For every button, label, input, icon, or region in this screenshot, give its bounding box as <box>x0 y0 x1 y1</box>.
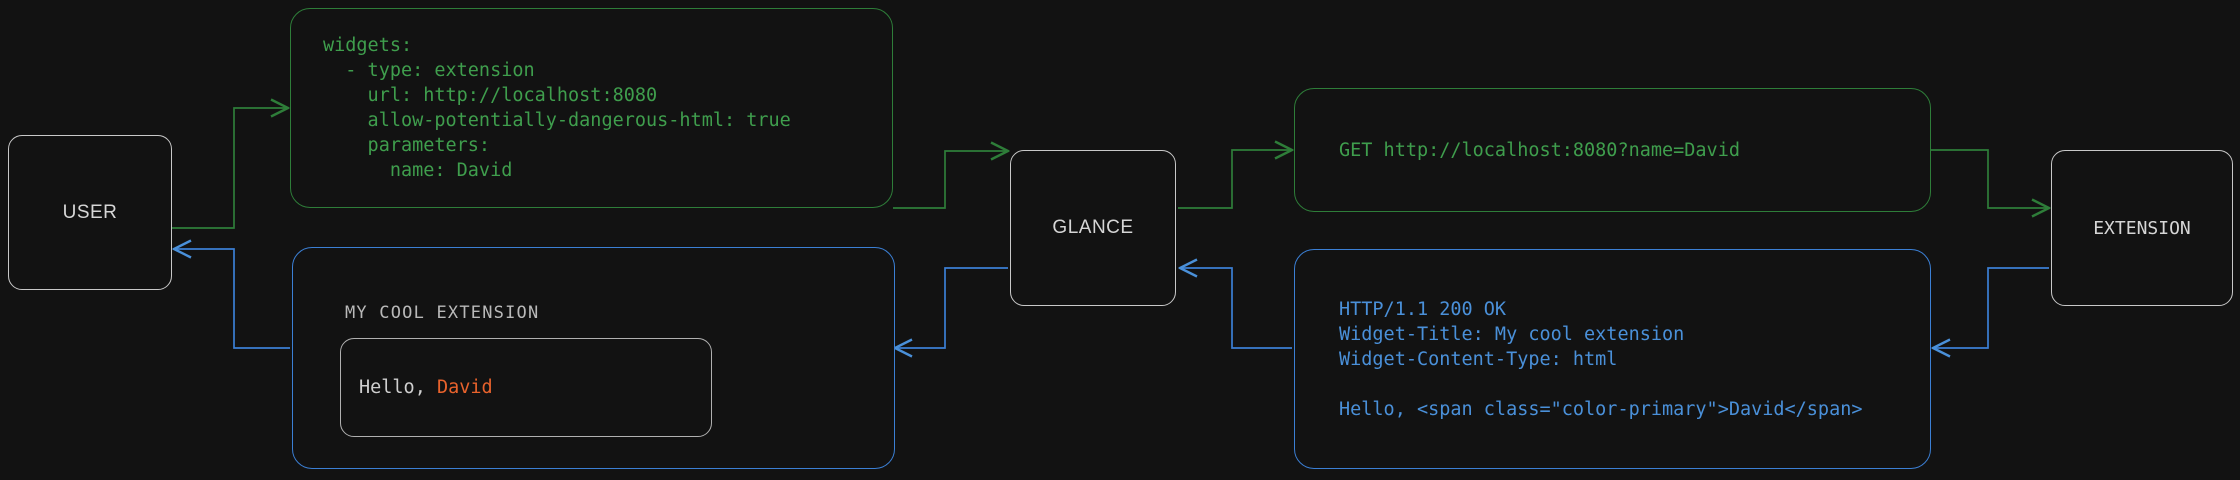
http-response-text: HTTP/1.1 200 OK Widget-Title: My cool ex… <box>1339 298 1863 420</box>
widget-preview-title: MY COOL EXTENSION <box>345 303 540 323</box>
widget-preview-greeting: Hello, David <box>341 377 493 398</box>
http-request-box: GET http://localhost:8080?name=David <box>1294 88 1931 212</box>
edge-glance-to-widget <box>895 267 1008 348</box>
widget-name-value: David <box>436 377 493 398</box>
http-response-box: HTTP/1.1 200 OK Widget-Title: My cool ex… <box>1294 249 1931 469</box>
edge-extension-to-response <box>1933 267 2049 348</box>
edge-request-to-extension <box>1931 149 2049 208</box>
node-glance[interactable]: GLANCE <box>1010 150 1176 306</box>
config-yaml-text: widgets: - type: extension url: http://l… <box>323 35 791 181</box>
edge-glance-to-request <box>1178 150 1292 209</box>
edge-widget-to-user <box>174 249 290 349</box>
http-request-text: GET http://localhost:8080?name=David <box>1339 139 1740 161</box>
node-extension[interactable]: EXTENSION <box>2051 150 2233 306</box>
edge-config-to-glance <box>893 151 1008 209</box>
widget-greeting-text: Hello, <box>359 377 437 398</box>
node-glance-label: GLANCE <box>1052 217 1134 238</box>
widget-preview-card: MY COOL EXTENSION Hello, David <box>292 247 895 469</box>
widget-preview-content-box: Hello, David <box>340 338 712 437</box>
config-yaml-box: widgets: - type: extension url: http://l… <box>290 8 893 208</box>
edge-user-to-config <box>172 108 288 229</box>
edge-response-to-glance <box>1180 268 1292 349</box>
node-user-label: USER <box>62 201 118 223</box>
node-extension-label: EXTENSION <box>2093 217 2191 239</box>
node-user[interactable]: USER <box>8 135 172 290</box>
